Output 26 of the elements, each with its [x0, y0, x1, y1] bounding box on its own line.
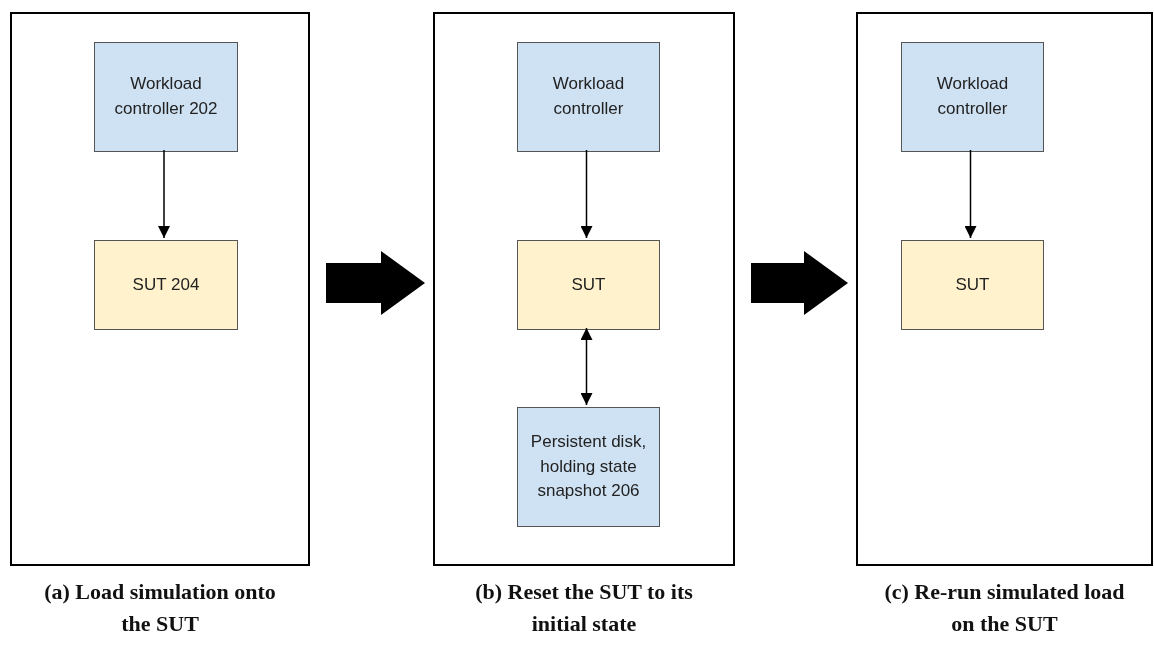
- box-label: Workload controller: [551, 73, 626, 120]
- arrow: [580, 149, 593, 239]
- panel-caption: (a) Load simulation onto the SUT: [43, 578, 277, 638]
- panel-frame: [433, 12, 735, 566]
- process-box: [901, 42, 1044, 152]
- panel-frame: [856, 12, 1153, 566]
- panel-caption: (c) Re-run simulated load on the SUT: [883, 578, 1126, 638]
- box-label: Workload controller: [935, 73, 1010, 120]
- box-label: Workload controller 202: [113, 73, 219, 120]
- process-box: [517, 407, 660, 527]
- panel-frame: [10, 12, 310, 566]
- process-box: [517, 42, 660, 152]
- box-label: SUT: [571, 273, 606, 296]
- box-label: SUT: [955, 273, 990, 296]
- box-label: Persistent disk, holding state snapshot 206: [529, 431, 648, 503]
- block-arrow: [326, 251, 425, 315]
- process-box: [517, 240, 660, 330]
- arrow: [158, 149, 170, 239]
- double-arrow: [580, 327, 593, 406]
- panel-caption: (b) Reset the SUT to its initial state: [474, 578, 694, 638]
- process-box: [94, 240, 238, 330]
- block-arrow: [751, 251, 848, 315]
- box-label: SUT 204: [132, 273, 200, 296]
- process-box: [94, 42, 238, 152]
- arrow: [964, 149, 977, 239]
- process-box: [901, 240, 1044, 330]
